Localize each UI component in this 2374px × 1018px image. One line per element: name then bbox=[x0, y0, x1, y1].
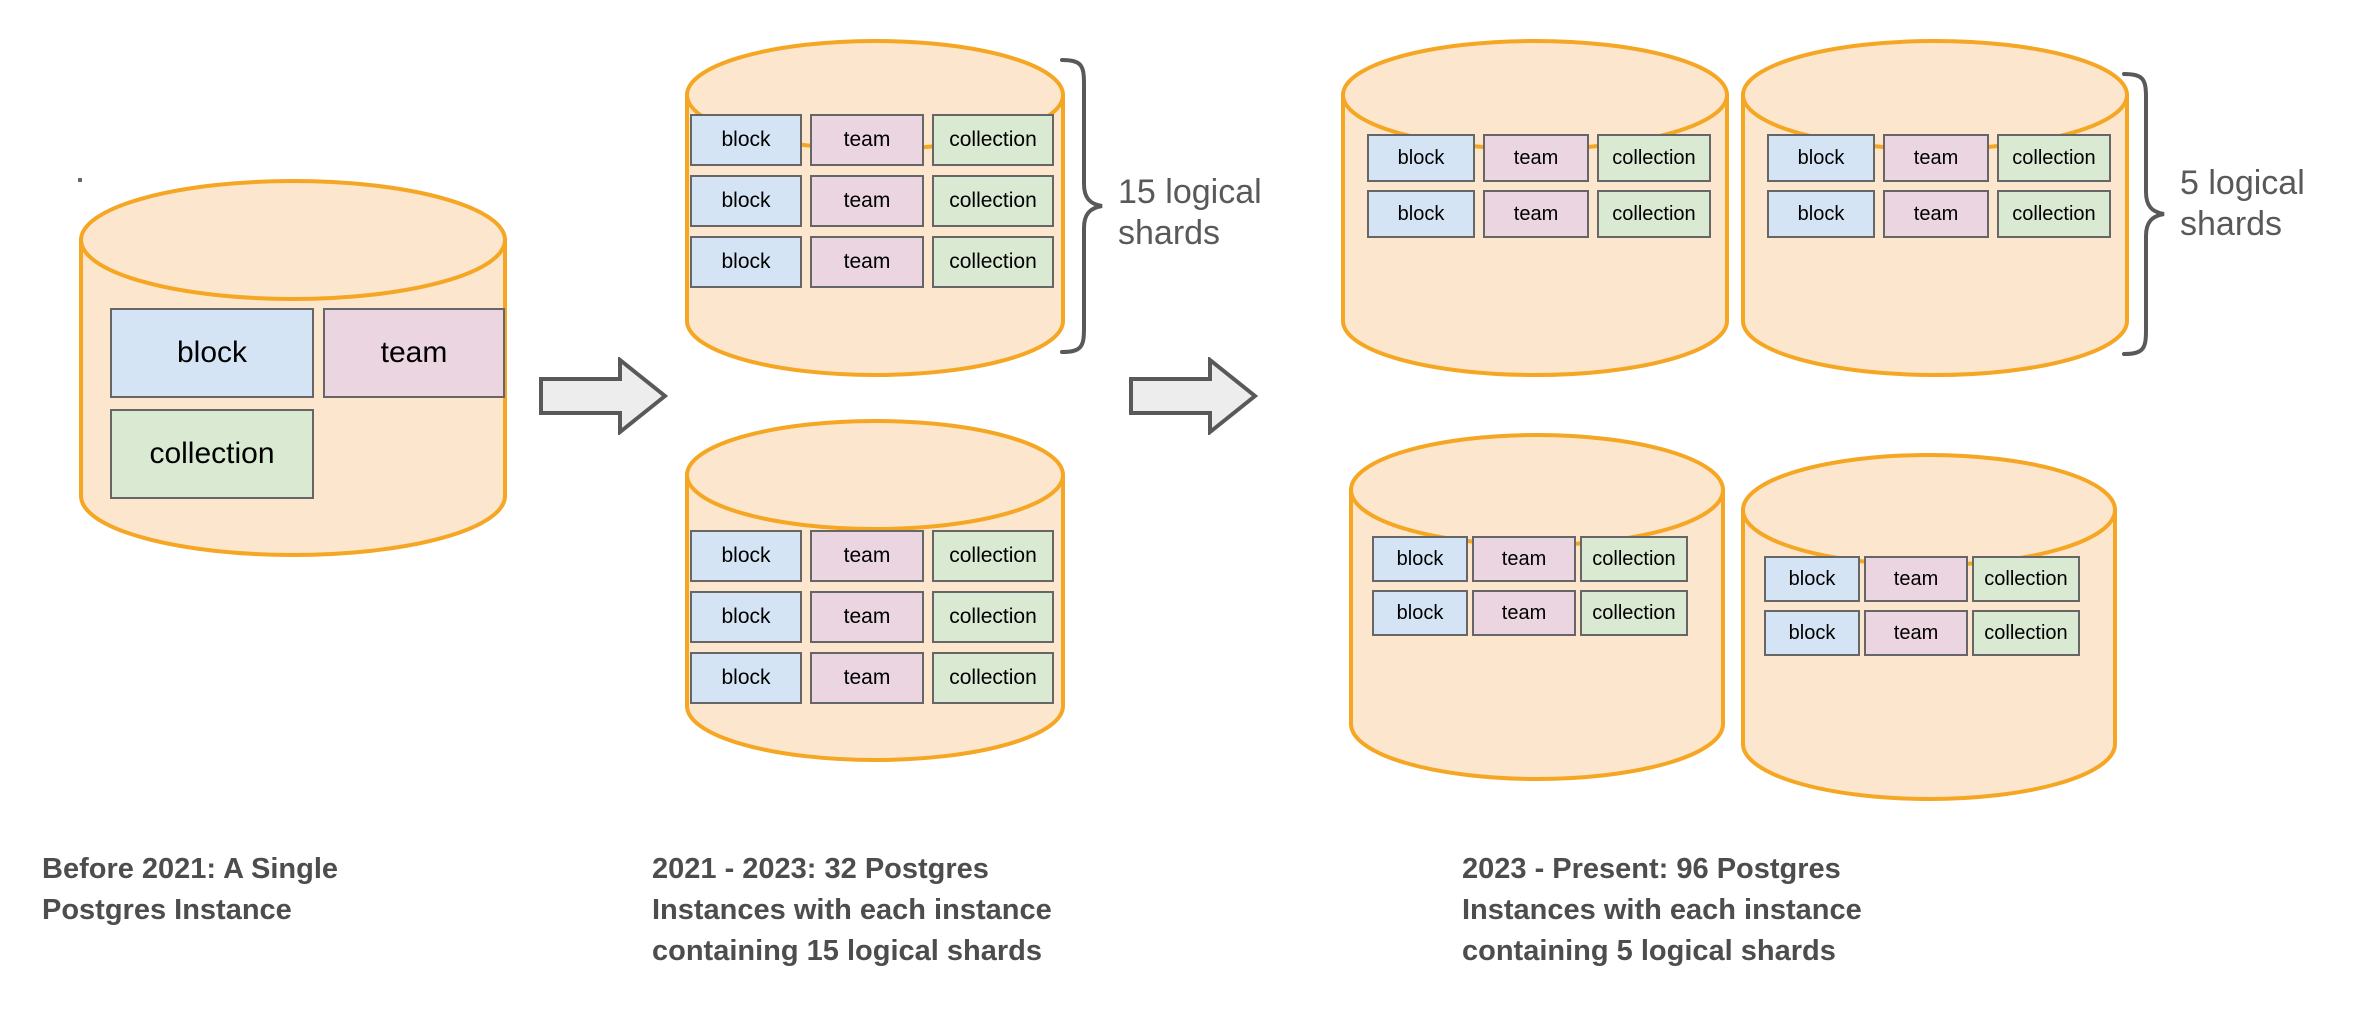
shard-block[interactable]: block bbox=[1767, 134, 1875, 182]
shard-row: block team collection bbox=[690, 236, 1062, 288]
shard-row: block team collection bbox=[690, 591, 1062, 643]
shard-block[interactable]: block bbox=[1764, 610, 1860, 656]
curly-brace-icon bbox=[1060, 58, 1103, 354]
shard-collection[interactable]: collection bbox=[1972, 556, 2080, 602]
stage2-brace bbox=[1060, 56, 1104, 356]
shard-team[interactable]: team bbox=[810, 175, 924, 227]
shard-block[interactable]: block bbox=[690, 114, 802, 166]
shard-block[interactable]: block bbox=[1367, 190, 1475, 238]
shard-block[interactable]: block bbox=[1767, 190, 1875, 238]
shard-team[interactable]: team bbox=[1864, 610, 1968, 656]
shard-row: block team collection bbox=[1367, 190, 1711, 238]
shard-block[interactable]: block bbox=[690, 530, 802, 582]
shard-row: block team collection bbox=[1367, 134, 1711, 182]
shard-grid: block team collection block team collect… bbox=[1767, 134, 2111, 260]
shard-team[interactable]: team bbox=[810, 652, 924, 704]
stage2-brace-label: 15 logical shards bbox=[1118, 173, 1262, 253]
shard-collection[interactable]: collection bbox=[932, 114, 1054, 166]
shard-row: block team collection bbox=[690, 530, 1062, 582]
shard-block[interactable] bbox=[78, 178, 82, 182]
stage2-cylinder-2: block team collection block team collect… bbox=[684, 418, 1066, 763]
arrow-1 bbox=[538, 357, 668, 435]
shard-collection[interactable]: collection bbox=[1597, 134, 1711, 182]
shard-team[interactable]: team bbox=[810, 236, 924, 288]
shard-collection[interactable]: collection bbox=[1597, 190, 1711, 238]
shard-row: block team collection bbox=[690, 652, 1062, 704]
arrow-right-icon bbox=[1129, 357, 1258, 435]
shard-block[interactable]: block bbox=[690, 175, 802, 227]
shard-team[interactable]: team bbox=[1472, 536, 1576, 582]
shard-grid: block team collection block team collect… bbox=[690, 114, 1062, 310]
stage1-shard-block[interactable]: block bbox=[110, 308, 314, 398]
shard-collection[interactable]: collection bbox=[1997, 134, 2111, 182]
shard-collection[interactable]: collection bbox=[1997, 190, 2111, 238]
shard-block[interactable]: block bbox=[1372, 536, 1468, 582]
shard-grid: block team collection block team collect… bbox=[690, 530, 1062, 726]
stage2-cylinder-1: block team collection block team collect… bbox=[684, 38, 1066, 378]
stage3-brace-label: 5 logical shards bbox=[2180, 164, 2305, 244]
shard-collection[interactable]: collection bbox=[1580, 536, 1688, 582]
stage3-cylinder-2: block team collection block team collect… bbox=[1740, 38, 2130, 378]
stage2-caption: 2021 - 2023: 32 Postgres Instances with … bbox=[652, 853, 1052, 968]
stage3-cylinder-4: block team collection block team collect… bbox=[1740, 452, 2118, 802]
stage3-cylinder-1: block team collection block team collect… bbox=[1340, 38, 1730, 378]
stage3-brace bbox=[2122, 70, 2166, 358]
shard-team[interactable]: team bbox=[1472, 590, 1576, 636]
arrow-right-icon bbox=[539, 357, 668, 435]
shard-row: block team collection bbox=[690, 175, 1062, 227]
shard-collection[interactable]: collection bbox=[932, 530, 1054, 582]
shard-collection[interactable]: collection bbox=[932, 591, 1054, 643]
shard-grid bbox=[78, 178, 508, 558]
shard-team[interactable]: team bbox=[810, 530, 924, 582]
curly-brace-icon bbox=[2122, 72, 2165, 356]
shard-row: block team collection bbox=[1372, 536, 1702, 582]
shard-collection[interactable]: collection bbox=[1580, 590, 1688, 636]
shard-team[interactable]: team bbox=[810, 591, 924, 643]
shard-row: block team collection bbox=[1764, 610, 2094, 656]
shard-row: block team collection bbox=[1764, 556, 2094, 602]
shard-grid: block team collection block team collect… bbox=[1367, 134, 1711, 260]
stage3-caption: 2023 - Present: 96 Postgres Instances wi… bbox=[1462, 853, 1862, 968]
arrow-2 bbox=[1128, 357, 1258, 435]
shard-team[interactable]: team bbox=[1883, 134, 1989, 182]
shard-collection[interactable]: collection bbox=[932, 175, 1054, 227]
shard-block[interactable]: block bbox=[1367, 134, 1475, 182]
shard-grid: block team collection block team collect… bbox=[1372, 536, 1702, 656]
shard-row: block team collection bbox=[1767, 134, 2111, 182]
shard-grid: block team collection block team collect… bbox=[1764, 556, 2094, 676]
shard-team[interactable]: team bbox=[1483, 190, 1589, 238]
shard-block[interactable]: block bbox=[690, 652, 802, 704]
stage1-shard-collection[interactable]: collection bbox=[110, 409, 314, 499]
stage3-cylinder-3: block team collection block team collect… bbox=[1348, 432, 1726, 782]
shard-collection[interactable]: collection bbox=[932, 236, 1054, 288]
shard-row: block team collection bbox=[1372, 590, 1702, 636]
shard-row: block team collection bbox=[690, 114, 1062, 166]
shard-team[interactable]: team bbox=[810, 114, 924, 166]
shard-team[interactable]: team bbox=[1864, 556, 1968, 602]
shard-collection[interactable]: collection bbox=[1972, 610, 2080, 656]
stage1-shard-team[interactable]: team bbox=[323, 308, 505, 398]
shard-team[interactable]: team bbox=[1883, 190, 1989, 238]
shard-team[interactable]: team bbox=[1483, 134, 1589, 182]
shard-row: block team collection bbox=[1767, 190, 2111, 238]
shard-block[interactable]: block bbox=[1372, 590, 1468, 636]
shard-collection[interactable]: collection bbox=[932, 652, 1054, 704]
stage1-caption: Before 2021: A Single Postgres Instance bbox=[42, 853, 339, 927]
shard-block[interactable]: block bbox=[1764, 556, 1860, 602]
shard-block[interactable]: block bbox=[690, 591, 802, 643]
shard-block[interactable]: block bbox=[690, 236, 802, 288]
